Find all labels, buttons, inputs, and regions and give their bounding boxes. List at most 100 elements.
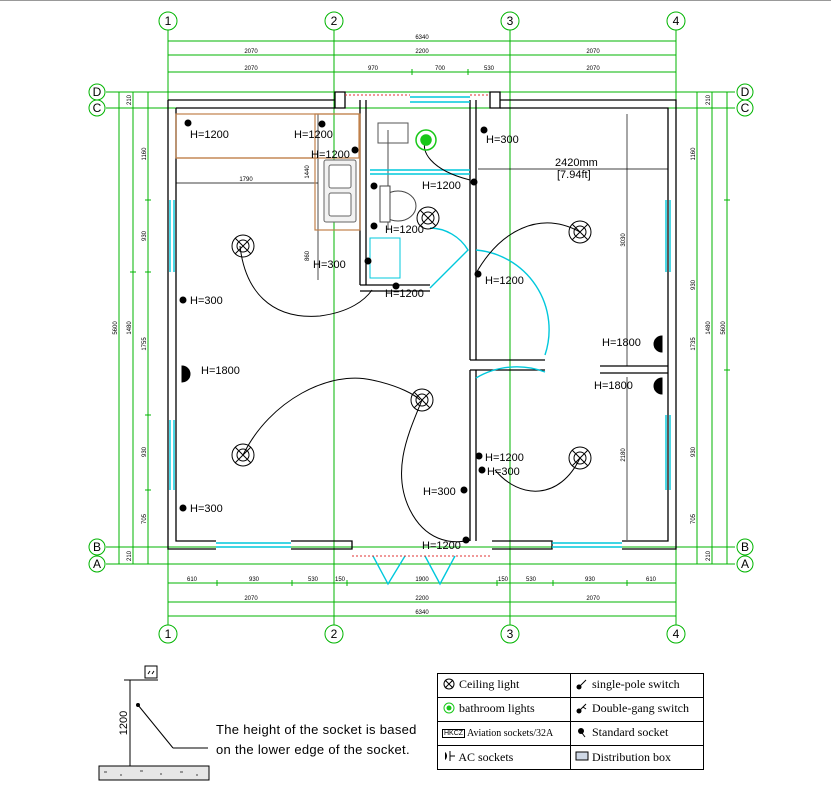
room-size-mm: 2420mm	[555, 157, 598, 169]
axis-label-C-left: C	[93, 101, 102, 115]
axis-label-4-bottom: 4	[673, 627, 680, 641]
dim-right-1: 210	[706, 94, 712, 105]
socket-height-value: 1200	[118, 711, 130, 735]
aviation-socket-icon: HKCZ	[442, 729, 466, 739]
legend-row: bathroom lights Double-gang switch	[437, 697, 704, 722]
label-right-h300-b: H=300	[487, 466, 520, 478]
legend-aviation-sockets: Aviation sockets/32A	[467, 728, 554, 739]
dim-inner-1440: 1440	[305, 165, 311, 179]
dim-bot2-b: 2200	[415, 596, 429, 602]
dimension-lines	[116, 38, 730, 619]
ceiling-light-icon	[231, 443, 255, 467]
axis-label-1-bottom: 1	[165, 627, 172, 641]
legend-ceiling-light: Ceiling light	[459, 677, 520, 692]
label-mid-h300: H=300	[423, 486, 456, 498]
dim-total-bottom: 6340	[415, 610, 429, 616]
dimension-texts: 6340 2070 2200 2070 2070 970 700 530 207…	[113, 35, 727, 616]
dim-top2-c: 700	[435, 66, 446, 72]
legend-cell: AC sockets	[437, 745, 571, 770]
label-door-h1200: H=1200	[385, 288, 424, 300]
legend-cell: bathroom lights	[437, 697, 571, 722]
axis-label-C-right: C	[741, 101, 750, 115]
legend-cell: HKCZ Aviation sockets/32A	[437, 721, 571, 746]
axis-label-2-bottom: 2	[331, 627, 338, 641]
ceiling-light-icon	[231, 234, 255, 258]
bathroom-light-icon	[442, 702, 456, 718]
dim-inner-3030: 3030	[621, 233, 627, 247]
legend-cell: single-pole switch	[570, 673, 704, 698]
label-right-h1200-b: H=1200	[485, 452, 524, 464]
socket-height-note: The height of the socket is based on the…	[216, 720, 417, 760]
legend-distribution-box: Distribution box	[592, 749, 672, 764]
dim-bot-3: 530	[308, 577, 319, 583]
legend-cell: Ceiling light	[437, 673, 571, 698]
label-kitchen-3: H=1200	[311, 149, 350, 161]
red-openings	[345, 94, 492, 557]
dim-top-a: 2070	[244, 49, 258, 55]
label-right-h300: H=300	[486, 134, 519, 146]
dim-bot-6: 150	[498, 577, 509, 583]
dim-bot-8: 930	[585, 577, 596, 583]
label-kitchen-1: H=1200	[190, 129, 229, 141]
legend-row: HKCZ Aviation sockets/32A Standard socke…	[437, 721, 704, 746]
label-left-h300-c: H=300	[190, 503, 223, 515]
dim-inner-1790: 1790	[239, 177, 253, 183]
dim-right-8: 210	[706, 550, 712, 561]
room-size-ft: [7.94ft]	[557, 169, 591, 181]
walls	[167, 91, 677, 550]
ac-socket-icon	[442, 749, 456, 767]
label-right-h1800-a: H=1800	[602, 337, 641, 349]
legend-ac-sockets: AC sockets	[458, 749, 514, 764]
dim-right-3: 930	[691, 279, 697, 290]
dim-right-7: 705	[691, 513, 697, 524]
label-right-h1200: H=1200	[485, 275, 524, 287]
legend-cell: Double-gang switch	[570, 697, 704, 722]
axis-label-A-right: A	[741, 557, 749, 571]
dim-top-b: 2200	[415, 49, 429, 55]
dim-bot-4: 150	[335, 577, 346, 583]
double-gang-switch-icon	[575, 702, 589, 718]
dim-top2-b: 970	[368, 66, 379, 72]
axis-label-3-bottom: 3	[507, 627, 514, 641]
axis-label-2-top: 2	[331, 14, 338, 28]
dim-right-2: 1160	[691, 147, 697, 161]
axis-label-B-right: B	[741, 540, 749, 554]
legend-cell: Distribution box	[570, 745, 704, 770]
label-left-h300-b: H=300	[190, 295, 223, 307]
dim-right-4: 1480	[706, 321, 712, 335]
axis-label-B-left: B	[93, 540, 101, 554]
grid-labels: 1 2 3 4 1 2 3 4 D C B A D C B A	[93, 14, 750, 641]
dim-bot2-a: 2070	[244, 596, 258, 602]
dim-bot-2: 930	[249, 577, 260, 583]
toilet	[379, 185, 417, 223]
axis-label-3-top: 3	[507, 14, 514, 28]
dim-bot2-c: 2070	[586, 596, 600, 602]
dim-top2-a: 2070	[244, 66, 258, 72]
distribution-box-icon	[575, 750, 589, 765]
socket-markers	[179, 119, 663, 544]
dim-inner-860: 860	[305, 250, 311, 261]
glazing	[169, 96, 671, 586]
ceiling-light-icon	[442, 678, 456, 694]
height-labels: H=1200 H=1200 H=1200 H=1200 H=1200 H=300…	[190, 129, 668, 552]
dim-left-2: 1160	[142, 147, 148, 161]
axis-label-A-left: A	[93, 557, 101, 571]
dim-left-1: 210	[127, 94, 133, 105]
socket-note-line-2: on the lower edge of the socket.	[216, 742, 410, 757]
dim-left-4: 1480	[127, 321, 133, 335]
ceiling-light-icon	[410, 388, 434, 412]
legend-row: AC sockets Distribution box	[437, 745, 704, 770]
socket-height-detail	[98, 665, 210, 781]
dim-bot-9: 610	[646, 577, 657, 583]
inner-dim-lines	[176, 114, 628, 540]
legend-table: Ceiling light single-pole switch bathroo…	[437, 673, 704, 770]
single-pole-switch-icon	[575, 678, 589, 694]
ceiling-light-icon	[568, 220, 592, 244]
dim-inner-2180: 2180	[621, 448, 627, 462]
label-bath-2: H=1200	[385, 224, 424, 236]
dim-left-total: 5600	[113, 321, 119, 335]
axis-label-4-top: 4	[673, 14, 680, 28]
label-left-h300-a: H=300	[313, 259, 346, 271]
dim-bot-7: 530	[526, 577, 537, 583]
dim-left-5: 1755	[142, 337, 148, 351]
